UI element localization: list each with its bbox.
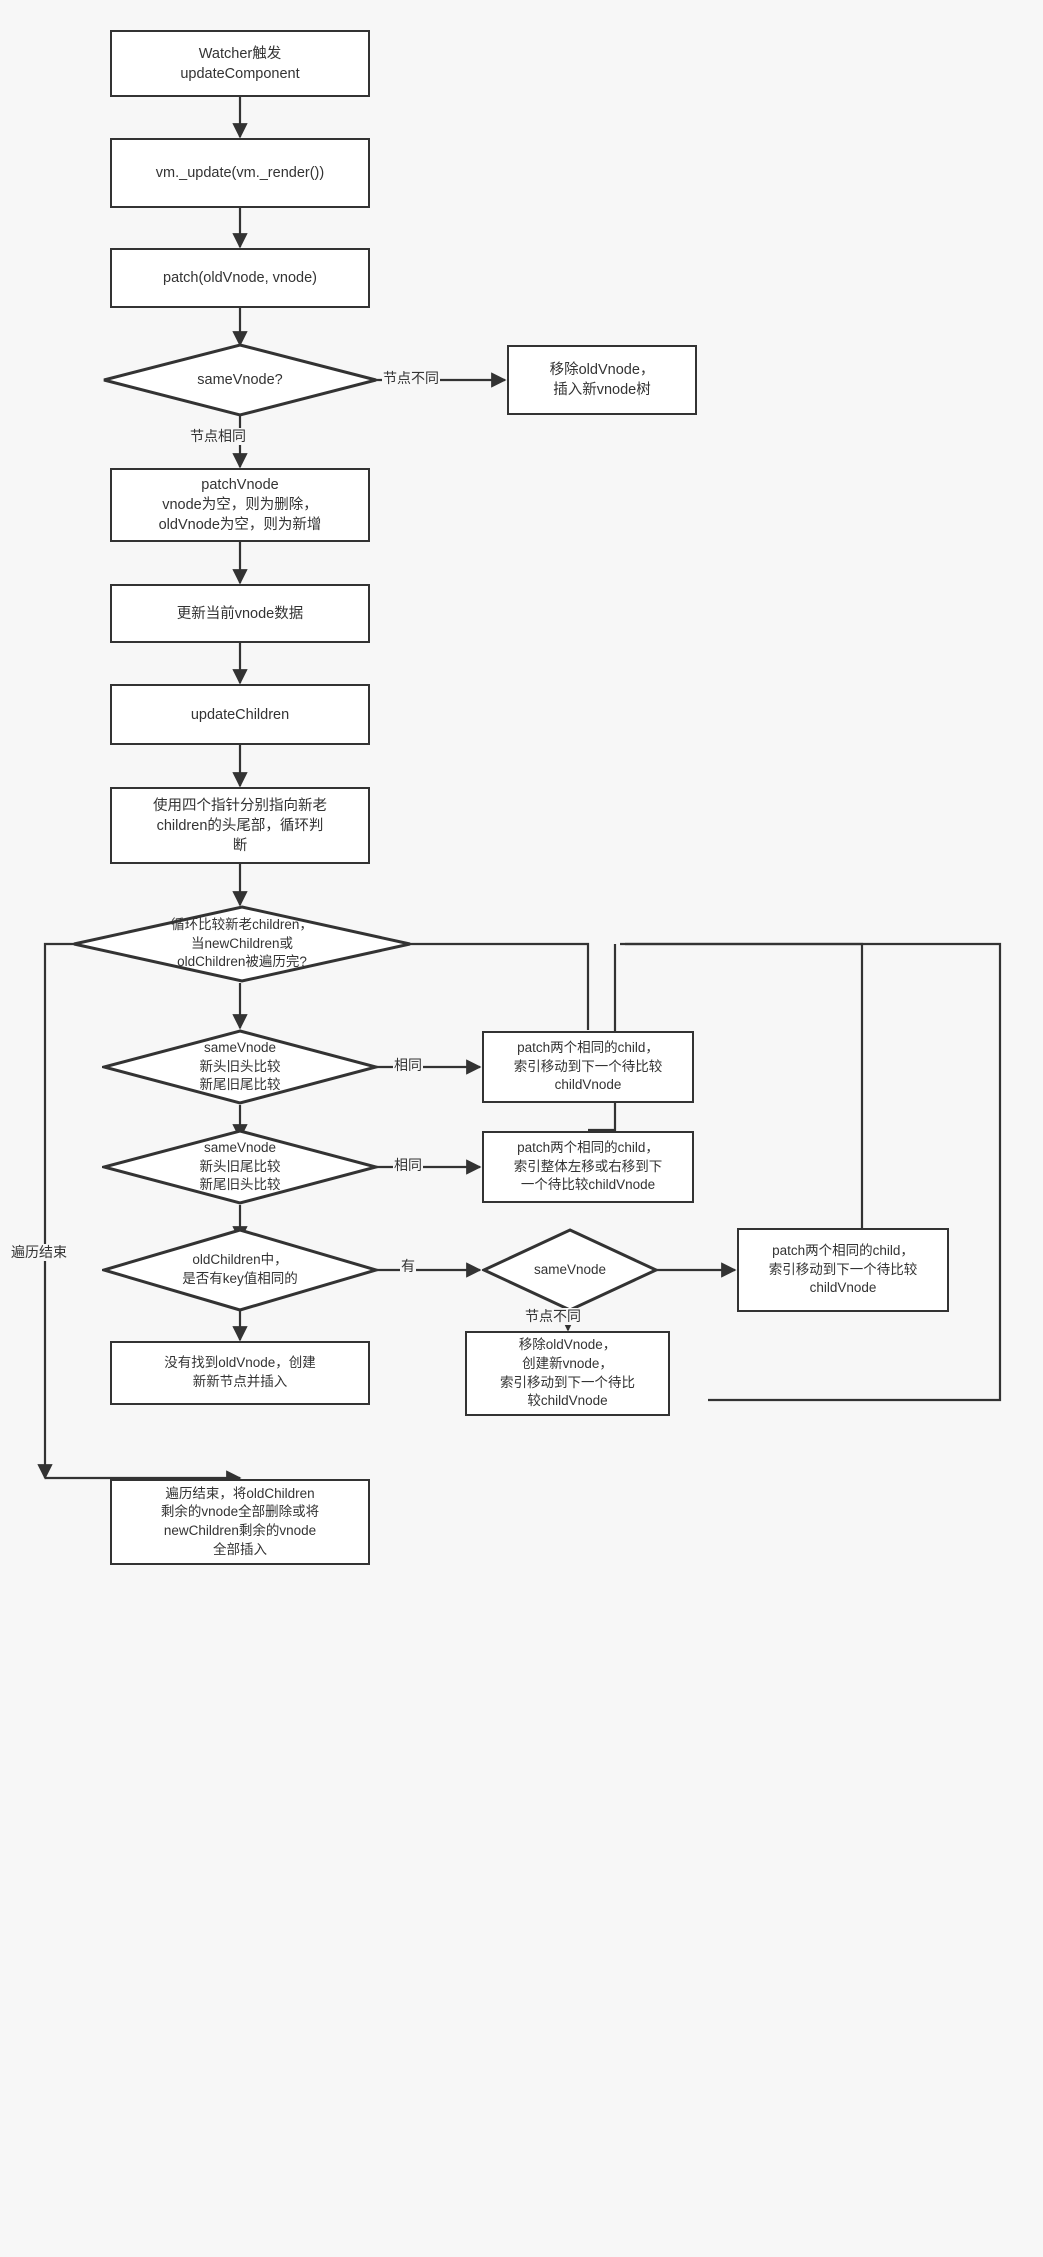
edge-label-same-2: 相同: [393, 1157, 423, 1174]
node-key-lookup-decision[interactable]: oldChildren中， 是否有key值相同的: [102, 1228, 378, 1312]
node-four-pointers[interactable]: 使用四个指针分别指向新老 children的头尾部，循环判 断: [110, 787, 370, 864]
node-patch-same-child-move-index-1[interactable]: patch两个相同的child， 索引移动到下一个待比较 childVnode: [482, 1031, 694, 1103]
node-label: 移除oldVnode， 插入新vnode树: [549, 362, 655, 398]
node-label: sameVnode?: [197, 372, 283, 388]
diamond-shape: [102, 343, 378, 417]
node-patch[interactable]: patch(oldVnode, vnode): [110, 248, 370, 308]
node-label: sameVnode 新头旧尾比较 新尾旧头比较: [199, 1140, 281, 1193]
node-update-children[interactable]: updateChildren: [110, 684, 370, 745]
edge-label-nodes-different: 节点不同: [382, 370, 440, 387]
node-label: 使用四个指针分别指向新老 children的头尾部，循环判 断: [153, 797, 327, 854]
node-remove-create-move-index[interactable]: 移除oldVnode， 创建新vnode， 索引移动到下一个待比 较childV…: [465, 1331, 670, 1416]
node-label: 移除oldVnode， 创建新vnode， 索引移动到下一个待比 较childV…: [500, 1337, 635, 1409]
node-label: patch两个相同的child， 索引整体左移或右移到下 一个待比较childV…: [513, 1140, 663, 1193]
diamond-shape: [102, 1129, 378, 1205]
node-label: 循环比较新老children， 当newChildren或 oldChildre…: [171, 917, 313, 970]
node-same-vnode-decision[interactable]: sameVnode?: [102, 343, 378, 417]
node-label: 更新当前vnode数据: [176, 605, 304, 622]
node-label: patch两个相同的child， 索引移动到下一个待比较 childVnode: [768, 1243, 918, 1296]
node-label: oldChildren中， 是否有key值相同的: [182, 1252, 298, 1286]
edge-label-has-key: 有: [400, 1258, 416, 1275]
node-remove-oldvnode-insert-tree[interactable]: 移除oldVnode， 插入新vnode树: [507, 345, 697, 415]
node-patchvnode[interactable]: patchVnode vnode为空，则为删除， oldVnode为空，则为新增: [110, 468, 370, 542]
node-head-tail-tail-head-decision[interactable]: sameVnode 新头旧尾比较 新尾旧头比较: [102, 1129, 378, 1205]
node-loop-compare-decision[interactable]: 循环比较新老children， 当newChildren或 oldChildre…: [72, 905, 412, 983]
node-create-new-node-insert[interactable]: 没有找到oldVnode，创建 新新节点并插入: [110, 1341, 370, 1405]
diamond-shape: [102, 1029, 378, 1105]
diamond-shape: [72, 905, 412, 983]
node-traverse-finished-cleanup[interactable]: 遍历结束，将oldChildren 剩余的vnode全部删除或将 newChil…: [110, 1479, 370, 1565]
node-update-current-vnode-data[interactable]: 更新当前vnode数据: [110, 584, 370, 643]
node-label: updateChildren: [190, 706, 290, 723]
node-label: 遍历结束，将oldChildren 剩余的vnode全部删除或将 newChil…: [160, 1485, 320, 1557]
node-label: Watcher触发 updateComponent: [180, 45, 300, 82]
node-patch-same-child-move-index-2[interactable]: patch两个相同的child， 索引移动到下一个待比较 childVnode: [737, 1228, 949, 1312]
node-label: sameVnode 新头旧头比较 新尾旧尾比较: [199, 1040, 281, 1093]
node-label: patchVnode vnode为空，则为删除， oldVnode为空，则为新增: [158, 477, 322, 533]
node-patch-same-child-shift-index[interactable]: patch两个相同的child， 索引整体左移或右移到下 一个待比较childV…: [482, 1131, 694, 1203]
node-label: patch(oldVnode, vnode): [163, 270, 317, 286]
node-vm-update[interactable]: vm._update(vm._render()): [110, 138, 370, 208]
node-label: vm._update(vm._render()): [155, 165, 325, 181]
node-label: 没有找到oldVnode，创建 新新节点并插入: [164, 1355, 316, 1389]
node-head-head-tail-tail-decision[interactable]: sameVnode 新头旧头比较 新尾旧尾比较: [102, 1029, 378, 1105]
edge-label-nodes-same: 节点相同: [189, 428, 247, 445]
node-same-vnode-key-decision[interactable]: sameVnode: [482, 1228, 658, 1312]
edge-label-nodes-different-2: 节点不同: [524, 1308, 582, 1325]
node-label: patch两个相同的child， 索引移动到下一个待比较 childVnode: [513, 1040, 663, 1093]
node-label: sameVnode: [533, 1261, 607, 1277]
diamond-shape: [102, 1228, 378, 1312]
node-watcher-trigger[interactable]: Watcher触发 updateComponent: [110, 30, 370, 97]
edge-label-same-1: 相同: [393, 1057, 423, 1074]
edge-label-traverse-end: 遍历结束: [10, 1244, 68, 1261]
